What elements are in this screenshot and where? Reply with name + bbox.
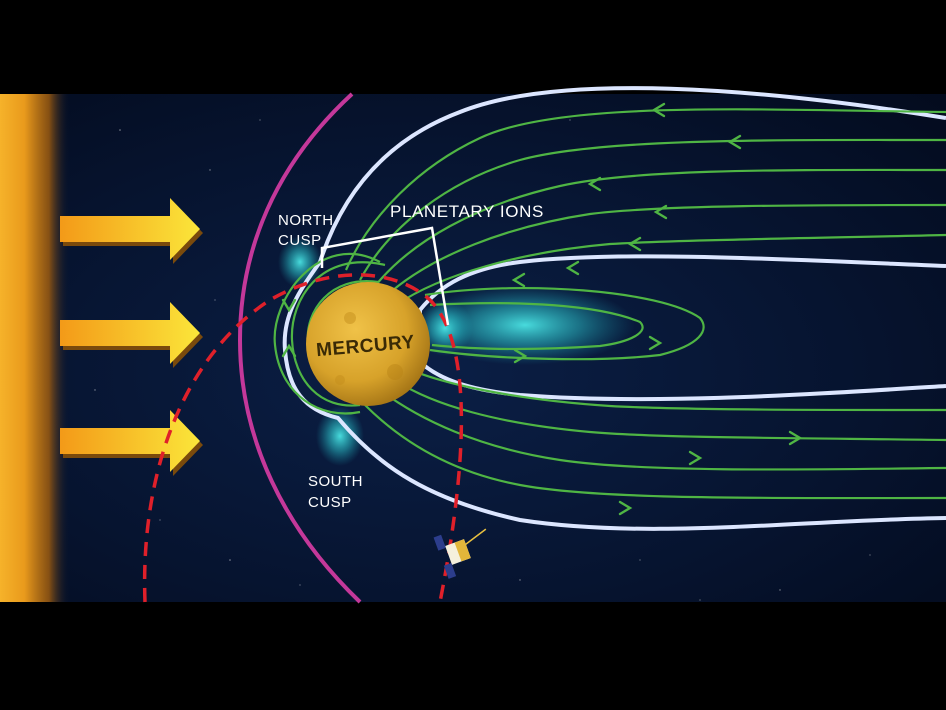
arrow-right-icon bbox=[60, 302, 203, 368]
sun bbox=[0, 94, 70, 602]
planetary-ion-cloud bbox=[415, 285, 635, 365]
planetary-ions-label: PLANETARY IONS bbox=[390, 202, 544, 221]
spacecraft-orbit bbox=[142, 273, 464, 603]
south-cusp-label-line2: CUSP bbox=[308, 494, 352, 511]
starfield bbox=[94, 109, 891, 601]
north-cusp-label-line2: CUSP bbox=[278, 232, 322, 249]
solar-wind-arrows bbox=[60, 198, 203, 476]
planetary-ions-pointer bbox=[320, 226, 450, 326]
planetary-ion-core bbox=[417, 300, 473, 356]
arrow-right-icon bbox=[60, 198, 203, 264]
south-cusp-label-line1: SOUTH bbox=[308, 473, 363, 490]
arrow-right-icon bbox=[60, 410, 203, 476]
south-cusp-ions bbox=[316, 406, 364, 466]
spacecraft-icon bbox=[433, 528, 487, 579]
north-cusp-label-line1: NORTH bbox=[278, 212, 334, 229]
field-direction-arrows bbox=[281, 102, 803, 516]
bow-shock bbox=[237, 92, 362, 604]
mercury-planet: MERCURY bbox=[306, 282, 430, 406]
